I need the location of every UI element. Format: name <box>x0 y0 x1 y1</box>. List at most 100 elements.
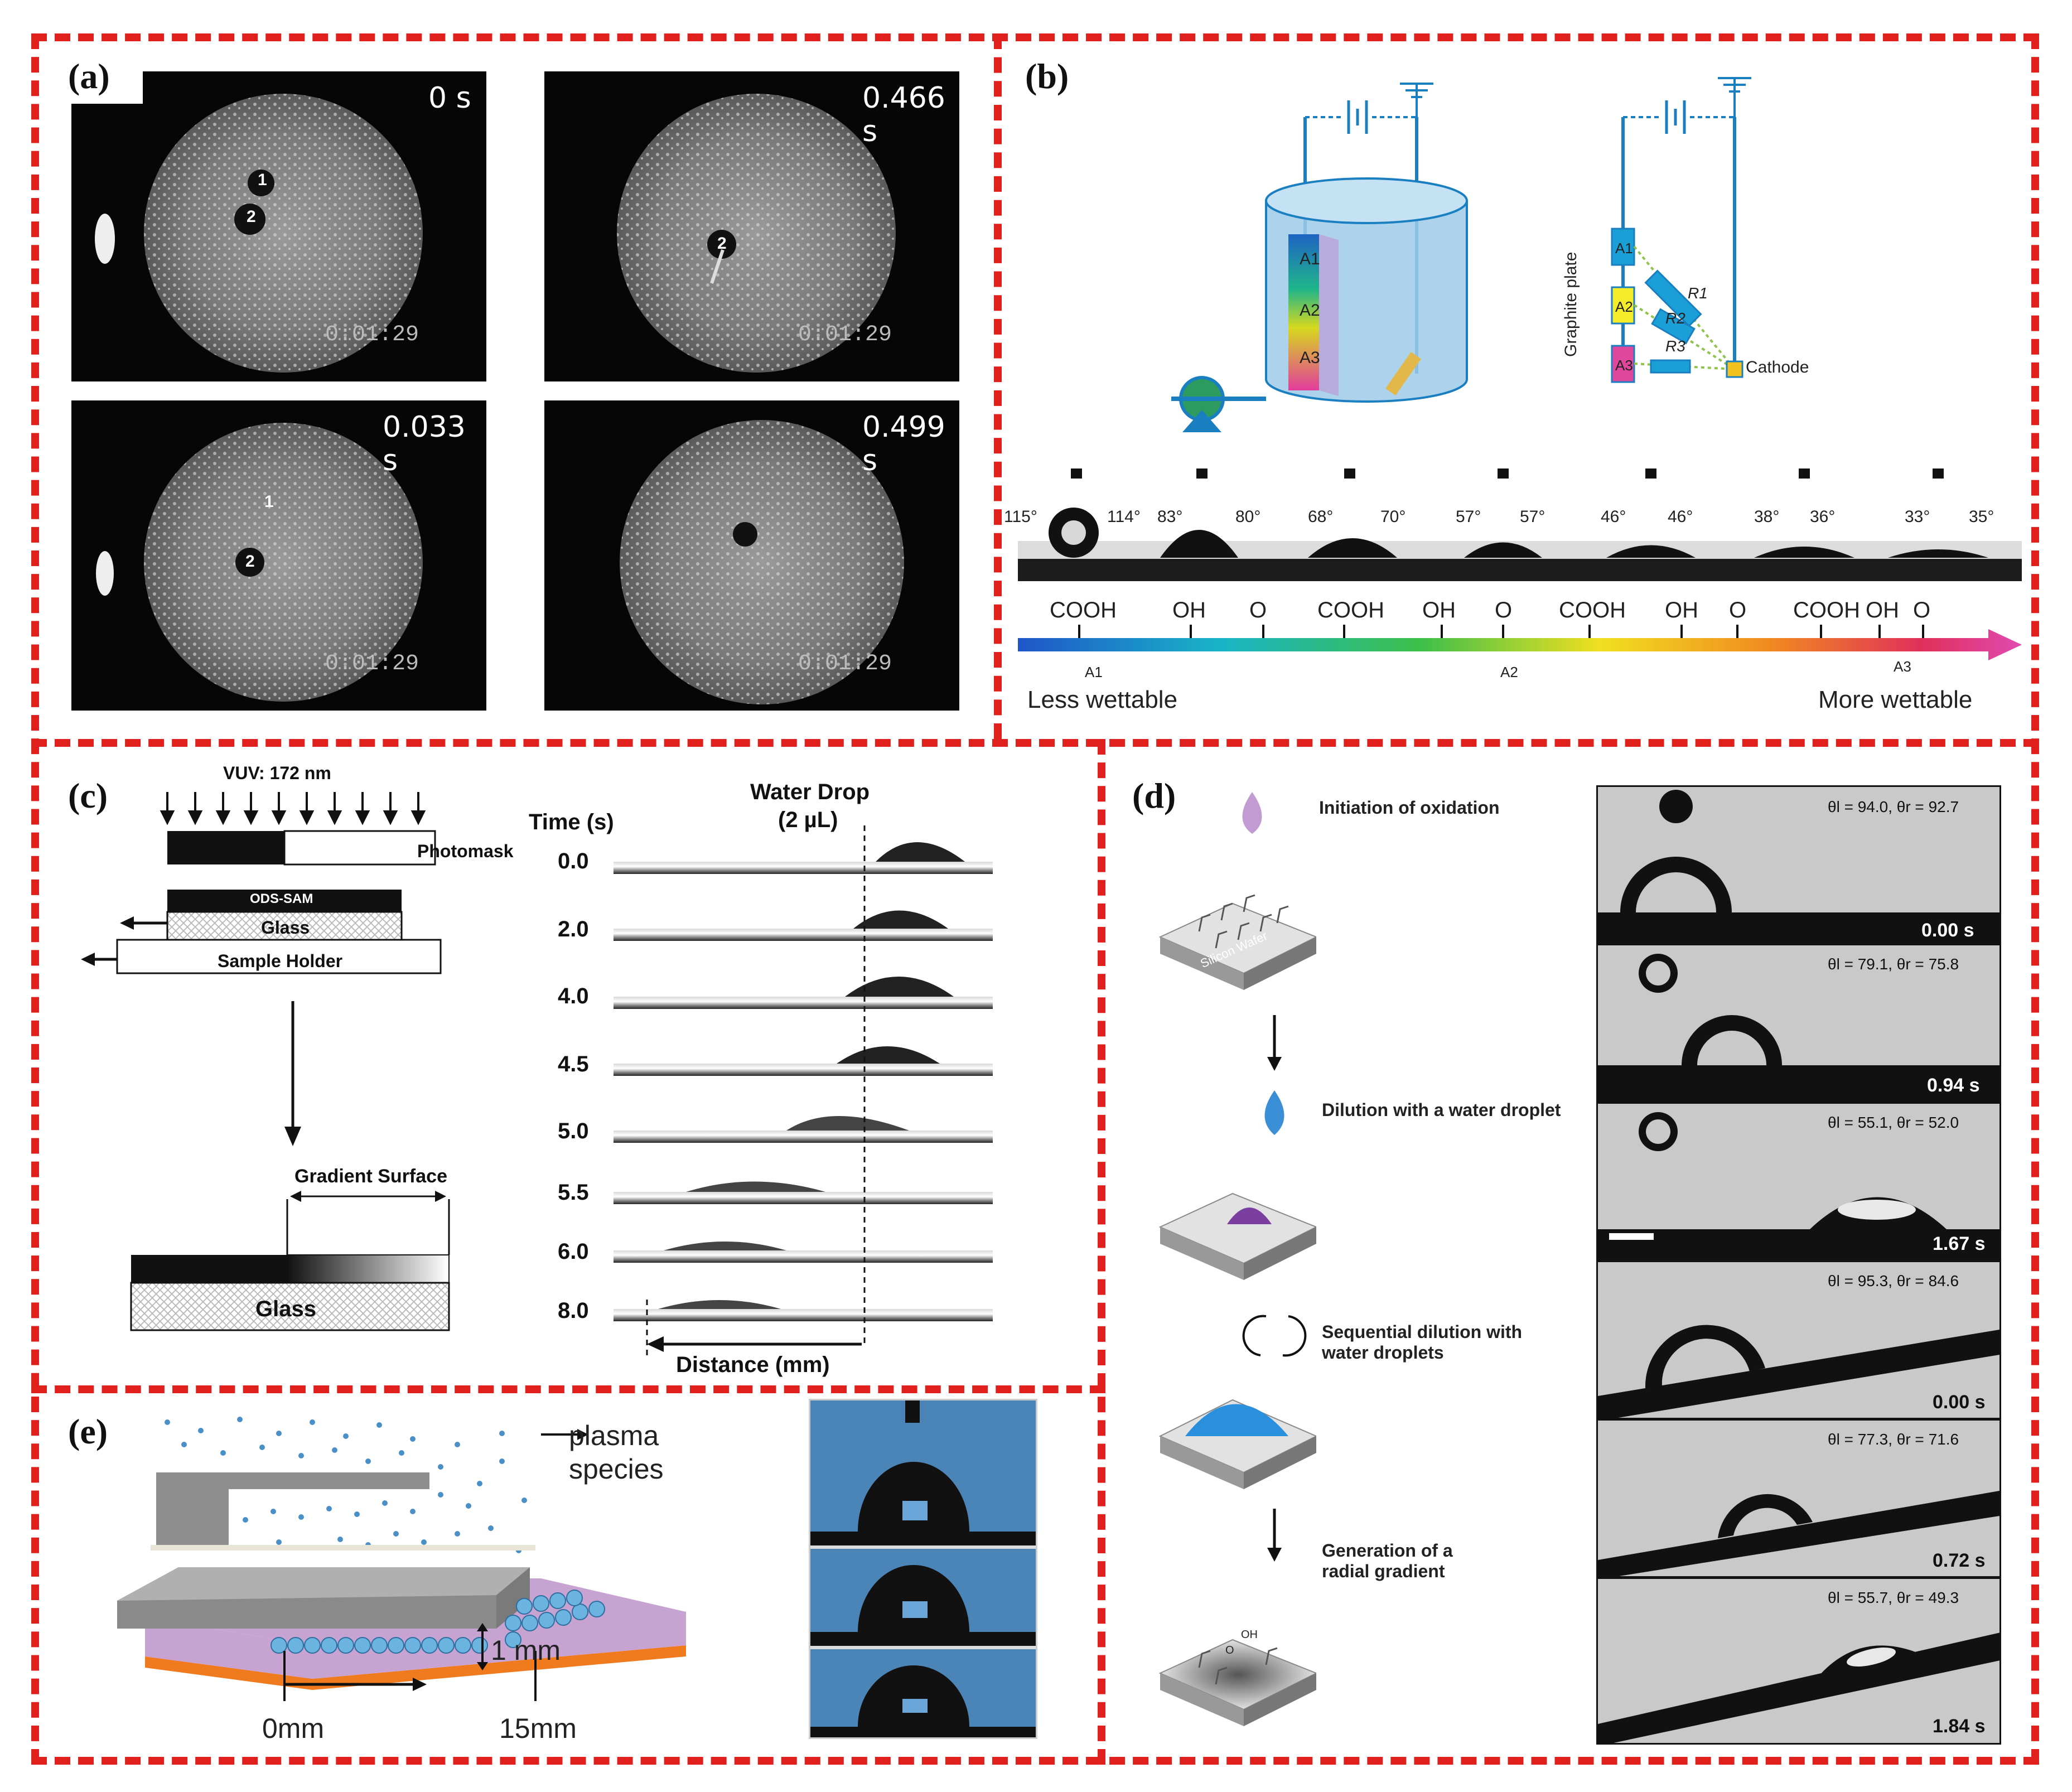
panel-b-tag: (b) <box>1025 56 1069 96</box>
circuit-resistor-r1: R1 <box>1688 284 1708 302</box>
panel-e-tag: (e) <box>68 1412 108 1451</box>
panel-a-frame-1: 1 2 0 s 0:01:29 <box>71 71 486 381</box>
time-value: 4.5 <box>558 1052 589 1076</box>
contact-angle-photo-1: θl = 94.0, θr = 92.7 0.00 s <box>1596 785 2001 944</box>
outer-border-right <box>2031 33 2039 1765</box>
group-label: OH <box>1172 598 1206 622</box>
glass-label: Glass <box>261 917 310 938</box>
angle-label: 80° <box>1235 508 1261 526</box>
spot-1-label: 1 <box>258 171 267 189</box>
frame-time: 0.72 s <box>1933 1550 1986 1571</box>
outer-border-top <box>31 33 2039 41</box>
frame-time: 0.00 s <box>1933 1392 1986 1413</box>
angle-readout: θl = 55.1, θr = 52.0 <box>1828 1114 1959 1131</box>
time-value: 8.0 <box>558 1298 589 1323</box>
time-value: 6.0 <box>558 1239 589 1264</box>
contact-angle-photo-2: θl = 79.1, θr = 75.8 0.94 s <box>1596 944 2001 1103</box>
angle-label: 57° <box>1520 508 1545 526</box>
spot-2-label: 2 <box>717 234 727 253</box>
sample-holder-label: Sample Holder <box>218 951 343 971</box>
step-generation: Generation of a radial gradient <box>1322 1540 1453 1581</box>
panel-a-frame-2: 2 0.466 s 0:01:29 <box>544 71 959 381</box>
ods-sam-label: ODS-SAM <box>250 891 313 906</box>
droplet-image <box>1598 1325 1999 1418</box>
photomask-label: Photomask <box>417 841 514 861</box>
carboxyl-o-label: O <box>1225 1644 1234 1656</box>
outer-border-left <box>31 33 39 1765</box>
electrolysis-setup-diagram <box>1171 83 1468 432</box>
group-label: OH <box>1422 598 1456 622</box>
frame-time-label: 0.033 s <box>383 410 466 477</box>
equivalent-circuit-diagram <box>1611 77 1751 383</box>
group-label: COOH <box>1050 598 1117 622</box>
angle-label: 114° <box>1107 508 1141 526</box>
plasma-droplet-image <box>810 1400 1036 1737</box>
droplet-image <box>1598 1112 1999 1259</box>
circuit-node-a3: A3 <box>1615 357 1633 374</box>
tank-electrode-a2: A2 <box>1300 301 1320 320</box>
circuit-plate-label: Graphite plate <box>1562 252 1580 357</box>
gradient-marker-a2: A2 <box>1500 664 1518 680</box>
step-dilution: Dilution with a water droplet <box>1322 1100 1561 1120</box>
glass-bottom-label: Glass <box>255 1297 316 1321</box>
wettability-gradient-arrow <box>1018 625 2022 660</box>
frame-timestamp: 0:01:29 <box>798 651 892 677</box>
droplet-pattern-image <box>620 420 904 704</box>
water-drop-header: Water Drop <box>750 780 870 804</box>
gradient-marker-a1: A1 <box>1085 664 1103 680</box>
less-wettable-label: Less wettable <box>1027 686 1178 713</box>
spot-2-label: 2 <box>245 552 255 571</box>
carboxyl-oh-label: OH <box>1241 1629 1258 1641</box>
vuv-label: VUV: 172 nm <box>223 763 331 783</box>
plasma-setup-diagram <box>117 1417 686 1701</box>
panel-a-frame-3: 1 2 0.033 s 0:01:29 <box>71 400 486 711</box>
plasma-label: plasma <box>569 1420 659 1451</box>
vuv-process-diagram <box>81 792 450 1331</box>
time-value: 0.0 <box>558 849 589 873</box>
angle-label: 68° <box>1308 508 1334 526</box>
angle-readout: θl = 94.0, θr = 92.7 <box>1828 798 1959 815</box>
gap-label: 1 mm <box>491 1635 561 1666</box>
sliding-drop-sequence <box>614 825 993 1355</box>
frame-time-label: 0 s <box>428 81 471 115</box>
divider-cd <box>1098 739 1105 1765</box>
frame-timestamp: 0:01:29 <box>325 322 419 347</box>
angle-label: 83° <box>1157 508 1183 526</box>
group-label: COOH <box>1793 598 1860 622</box>
angle-label: 38° <box>1754 508 1780 526</box>
outer-border-bottom <box>31 1757 2039 1765</box>
step-initiation: Initiation of oxidation <box>1319 798 1500 818</box>
droplet-image <box>1598 1491 1999 1576</box>
more-wettable-label: More wettable <box>1818 686 1973 713</box>
plasma-droplet-photos <box>809 1399 1037 1739</box>
gradient-marker-a3: A3 <box>1894 658 1911 675</box>
contact-angle-photo-4: θl = 95.3, θr = 84.6 0.00 s <box>1596 1260 2001 1419</box>
frame-time: 1.84 s <box>1933 1716 1986 1737</box>
group-label: O <box>1729 598 1747 622</box>
time-header: Time (s) <box>529 810 614 834</box>
group-label: O <box>1249 598 1267 622</box>
panel-d-tag: (d) <box>1132 776 1176 815</box>
angle-label: 46° <box>1601 508 1626 526</box>
gradient-surface-label: Gradient Surface <box>294 1166 447 1187</box>
divider-ab <box>994 33 1002 739</box>
angle-label: 36° <box>1810 508 1836 526</box>
time-value: 5.5 <box>558 1180 589 1205</box>
circuit-resistor-r3: R3 <box>1665 337 1685 355</box>
time-value: 5.0 <box>558 1119 589 1143</box>
droplet-image <box>1598 954 1999 1101</box>
contact-angle-strip <box>1018 468 2022 581</box>
droplet-pattern-image <box>96 423 423 702</box>
droplet-image <box>1598 790 1999 943</box>
frame-time: 1.67 s <box>1933 1233 1986 1254</box>
circuit-node-a2: A2 <box>1615 298 1633 315</box>
tank-electrode-a1: A1 <box>1300 250 1320 268</box>
panel-a-frame-4: 0.499 s 0:01:29 <box>544 400 959 711</box>
time-value: 2.0 <box>558 917 589 941</box>
circuit-resistor-r2: R2 <box>1665 310 1685 327</box>
start-position-label: 0mm <box>262 1713 325 1744</box>
spot-1-label: 1 <box>264 492 274 511</box>
radial-gradient-process-diagram <box>1158 792 1316 1726</box>
group-label: OH <box>1866 598 1899 622</box>
contact-angle-photo-3: θl = 55.1, θr = 52.0 1.67 s <box>1596 1102 2001 1261</box>
